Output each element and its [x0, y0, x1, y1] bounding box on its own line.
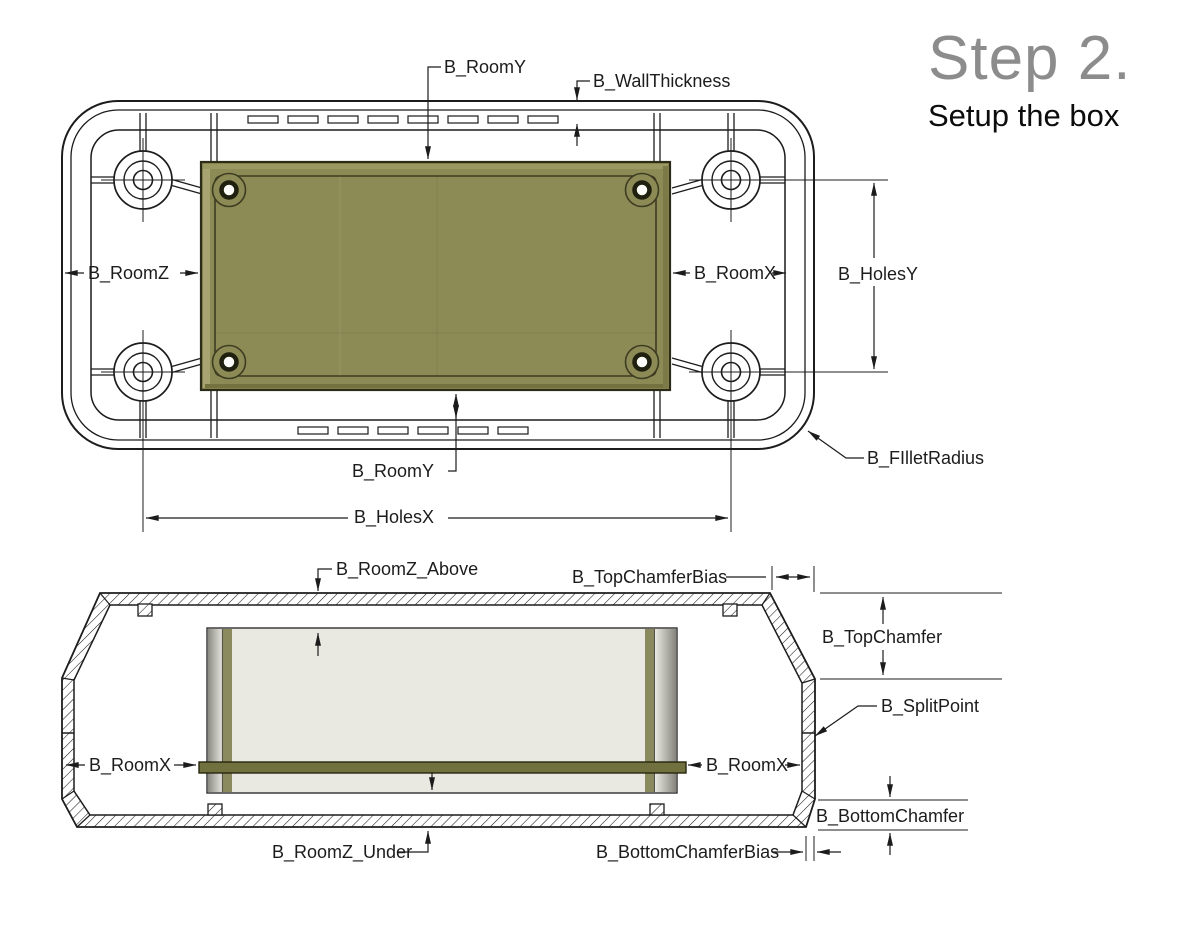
screw-hole — [632, 180, 652, 200]
dim-wall-thickness: B_WallThickness — [574, 71, 730, 146]
label-room-x-right: B_RoomX — [706, 755, 788, 776]
dim-room-x-right: B_RoomX — [687, 755, 801, 776]
label-top-chamfer: B_TopChamfer — [822, 627, 942, 648]
dim-top-chamfer-bias: B_TopChamferBias — [572, 566, 815, 592]
label-top-chamfer-bias: B_TopChamferBias — [572, 567, 727, 588]
dim-fillet-radius: B_FIlletRadius — [807, 430, 984, 469]
dim-room-y-bottom: B_RoomY — [352, 393, 459, 482]
label-wall-thickness: B_WallThickness — [593, 71, 730, 92]
label-room-y-bottom: B_RoomY — [352, 461, 434, 482]
dim-room-z: B_RoomZ — [64, 263, 199, 284]
step-subtitle: Setup the box — [928, 98, 1120, 134]
dim-room-x-left: B_RoomX — [65, 755, 197, 776]
screw-hole — [632, 352, 652, 372]
screw-tabs — [211, 172, 660, 380]
dim-bottom-chamfer: B_BottomChamfer — [816, 776, 968, 855]
ribs — [91, 113, 785, 438]
dim-room-z-above: B_RoomZ_Above — [315, 559, 478, 656]
dim-top-chamfer: B_TopChamfer — [816, 592, 1002, 680]
label-fillet-radius: B_FIlletRadius — [867, 448, 984, 469]
label-room-z-above: B_RoomZ_Above — [336, 559, 478, 580]
dim-holes-x: B_HolesX — [142, 388, 732, 532]
label-split-point: B_SplitPoint — [881, 696, 979, 717]
vent-slots — [247, 115, 559, 435]
label-room-y-top: B_RoomY — [444, 57, 526, 78]
section-walls — [61, 592, 816, 828]
label-holes-y: B_HolesY — [838, 264, 918, 285]
section-view: B_RoomZ_Above B_TopChamferBias B_TopCham… — [61, 559, 1002, 863]
clip-notches — [137, 603, 738, 816]
boss-bottom-left — [101, 330, 185, 414]
section-room — [198, 627, 687, 794]
split-plate-bar — [198, 761, 687, 774]
top-view: B_RoomY B_WallThickness B_RoomZ B_RoomX … — [61, 57, 984, 532]
dim-room-x-top: B_RoomX — [672, 263, 787, 284]
screw-hole — [219, 180, 239, 200]
label-room-z-under: B_RoomZ_Under — [272, 842, 412, 863]
dim-room-z-under: B_RoomZ_Under — [272, 772, 435, 863]
dim-room-y-top: B_RoomY — [425, 57, 526, 160]
label-room-x-left: B_RoomX — [89, 755, 171, 776]
title-block: Step 2. Setup the box — [928, 26, 1131, 133]
room-plate — [199, 160, 672, 392]
mounting-bosses — [101, 138, 773, 414]
label-room-x-top: B_RoomX — [694, 263, 776, 284]
label-room-z: B_RoomZ — [88, 263, 169, 284]
dim-split-point: B_SplitPoint — [814, 696, 979, 737]
label-holes-x: B_HolesX — [354, 507, 434, 528]
boss-top-right — [689, 138, 773, 222]
step-title: Step 2. — [928, 24, 1132, 93]
label-bottom-chamfer-bias: B_BottomChamferBias — [596, 842, 779, 863]
dim-bottom-chamfer-bias: B_BottomChamferBias — [596, 836, 841, 863]
screw-hole — [219, 352, 239, 372]
label-bottom-chamfer: B_BottomChamfer — [816, 806, 964, 827]
dim-holes-y: B_HolesY — [745, 179, 920, 373]
boss-top-left — [101, 138, 185, 222]
